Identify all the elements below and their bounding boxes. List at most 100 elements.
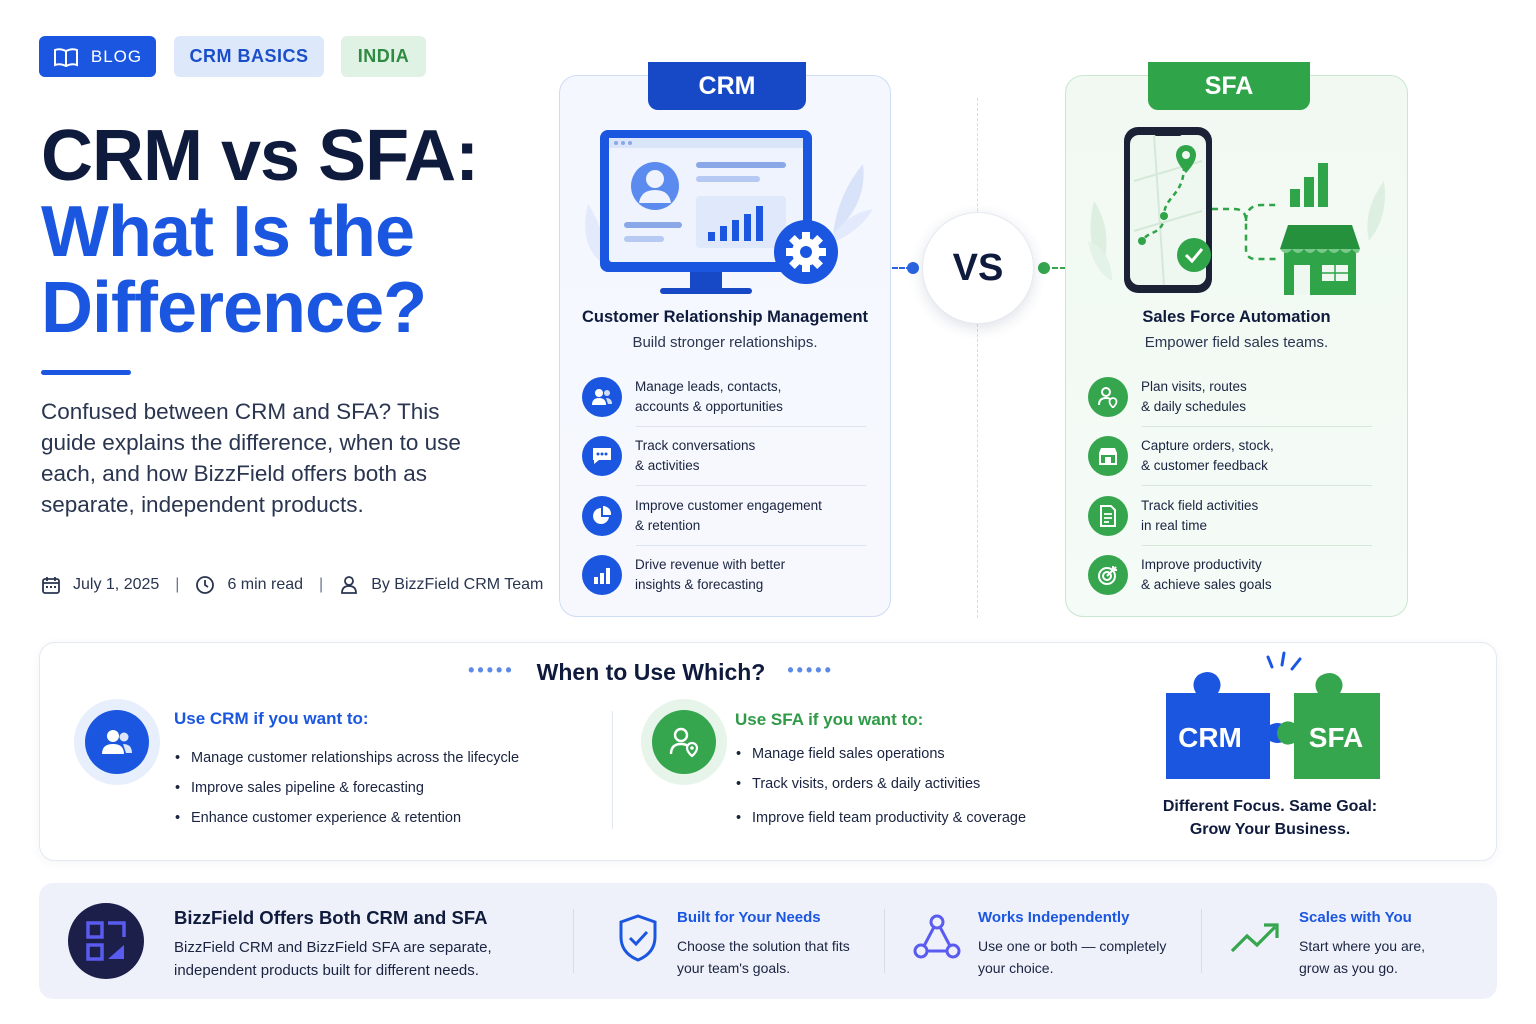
intro-text: Confused between CRM and SFA? This guide… <box>41 399 461 517</box>
caption-line-2: Grow Your Business. <box>1189 821 1351 838</box>
page-title: CRM vs SFA: What Is the Difference? <box>41 116 479 348</box>
title-line-2: What Is the <box>41 192 415 272</box>
document-icon <box>1088 496 1128 536</box>
read-time: 6 min read <box>227 576 304 593</box>
sfa-card-subtitle: Empower field sales teams. <box>1144 334 1329 351</box>
title-underline <box>41 370 131 375</box>
puzzle-sfa-label: SFA <box>1309 722 1363 753</box>
feature-divider <box>1142 545 1372 546</box>
when-title: When to Use Which? <box>536 659 766 685</box>
crm-card-header: CRM <box>648 62 806 110</box>
list-item: Enhance customer experience & retention <box>175 803 519 833</box>
crm-use-heading: Use CRM if you want to: <box>174 709 369 728</box>
trending-up-icon <box>1230 923 1279 953</box>
blog-tag-label: BLOG <box>90 46 143 66</box>
crm-feature-line: accounts & opportunities <box>635 399 783 414</box>
bizzfield-logo <box>68 903 144 979</box>
list-item: Manage customer relationships across the… <box>175 743 519 773</box>
when-title-row: ••••• When to Use Which? ••••• <box>40 659 1262 686</box>
benefit-desc-line: Start where you are, <box>1299 938 1426 954</box>
crm-feature-line: Track conversations <box>635 438 756 453</box>
puzzle-illustration: CRM SFA <box>1166 651 1380 779</box>
blog-tag[interactable]: BLOG <box>39 36 156 77</box>
benefit-title: Scales with You <box>1299 909 1412 926</box>
users-icon <box>582 377 622 417</box>
sfa-phone-store-illustration <box>1088 127 1385 295</box>
strip-divider <box>1201 909 1202 973</box>
shield-check-icon <box>619 914 657 962</box>
sfa-feature-line: Plan visits, routes <box>1141 379 1247 394</box>
crm-feature: Manage leads, contacts, accounts & opport… <box>582 369 868 425</box>
crm-use-list: Manage customer relationships across the… <box>175 743 519 833</box>
crm-card-title: Customer Relationship Management <box>581 308 869 326</box>
benefit-desc: Start where you are, grow as you go. <box>1299 935 1479 979</box>
crm-card-subtitle: Build stronger relationships. <box>632 334 818 351</box>
vs-connector-right <box>1044 267 1066 269</box>
pie-chart-icon <box>582 496 622 536</box>
chat-icon <box>582 436 622 476</box>
title-line-3: Difference? <box>41 268 427 348</box>
sfa-card: SFA Sales Force Automation Empower field… <box>1065 62 1408 617</box>
user-location-icon <box>652 710 716 774</box>
feature-divider <box>1142 426 1372 427</box>
crm-feature-line: Manage leads, contacts, <box>635 379 782 394</box>
crm-feature-line: & retention <box>635 518 701 533</box>
strip-description: BizzField CRM and BizzField SFA are sepa… <box>174 939 492 979</box>
sfa-card-title: Sales Force Automation <box>1142 308 1331 326</box>
strip-title: BizzField Offers Both CRM and SFA <box>174 907 488 928</box>
bar-chart-icon <box>582 555 622 595</box>
benefit-desc-line: your choice. <box>978 960 1054 976</box>
strip-divider <box>573 909 574 973</box>
title-dots-left: ••••• <box>468 660 515 680</box>
sfa-feature-line: Improve productivity <box>1141 557 1262 572</box>
store-icon <box>1088 436 1128 476</box>
puzzle-caption: Different Focus. Same Goal: Grow Your Bu… <box>1140 795 1400 841</box>
vs-connector-left <box>892 267 912 269</box>
target-icon <box>1088 555 1128 595</box>
user-icon <box>341 576 358 594</box>
title-dots-right: ••••• <box>787 660 834 680</box>
sfa-card-header: SFA <box>1148 62 1310 110</box>
vs-dot-left <box>907 262 919 274</box>
crm-feature: Drive revenue with better insights & fore… <box>582 547 868 603</box>
feature-divider <box>1142 485 1372 486</box>
clock-icon <box>196 576 215 594</box>
vs-dot-right <box>1038 262 1050 274</box>
network-icon <box>913 914 961 959</box>
list-item: Improve sales pipeline & forecasting <box>175 773 519 803</box>
feature-divider <box>636 545 866 546</box>
title-line-1: CRM vs SFA: <box>41 116 479 196</box>
benefit-desc-line: grow as you go. <box>1299 960 1398 976</box>
crm-basics-tag[interactable]: CRM BASICS <box>174 36 324 77</box>
benefit-title: Works Independently <box>978 909 1130 926</box>
user-location-icon <box>1088 377 1128 417</box>
sfa-feature: Improve productivity & achieve sales goal… <box>1088 547 1374 603</box>
sfa-feature-line: in real time <box>1141 518 1208 533</box>
post-author[interactable]: By BizzField CRM Team <box>371 576 544 593</box>
bizzfield-offer-strip: BizzField Offers Both CRM and SFA BizzFi… <box>39 883 1497 999</box>
sfa-feature-line: & achieve sales goals <box>1141 577 1272 592</box>
crm-use-icon-ring <box>74 699 160 785</box>
benefit-desc-line: Use one or both — completely <box>978 938 1167 954</box>
crm-feature: Track conversations& activities <box>582 428 868 484</box>
sfa-use-list: Manage field sales operations Track visi… <box>736 744 1026 828</box>
book-icon <box>53 47 78 67</box>
post-date: July 1, 2025 <box>73 576 160 593</box>
sfa-feature-line: Capture orders, stock, <box>1141 438 1274 453</box>
sfa-use-icon-ring <box>641 699 727 785</box>
crm-feature-line: insights & forecasting <box>635 577 764 592</box>
crm-feature-line: Drive revenue with better <box>635 557 786 572</box>
list-item: Track visits, orders & daily activities <box>736 774 1026 794</box>
crm-monitor-illustration <box>585 130 873 294</box>
sfa-feature-line: & customer feedback <box>1141 458 1268 473</box>
benefit-desc-line: your team's goals. <box>677 960 791 976</box>
feature-divider <box>636 426 866 427</box>
list-item: Manage field sales operations <box>736 744 1026 764</box>
sfa-feature: Plan visits, routes& daily schedules <box>1088 369 1374 425</box>
india-tag[interactable]: INDIA <box>341 36 426 77</box>
crm-card: CRM Customer Relationship <box>559 62 891 617</box>
strip-divider <box>884 909 885 973</box>
caption-line-1: Different Focus. Same Goal: <box>1162 798 1378 815</box>
